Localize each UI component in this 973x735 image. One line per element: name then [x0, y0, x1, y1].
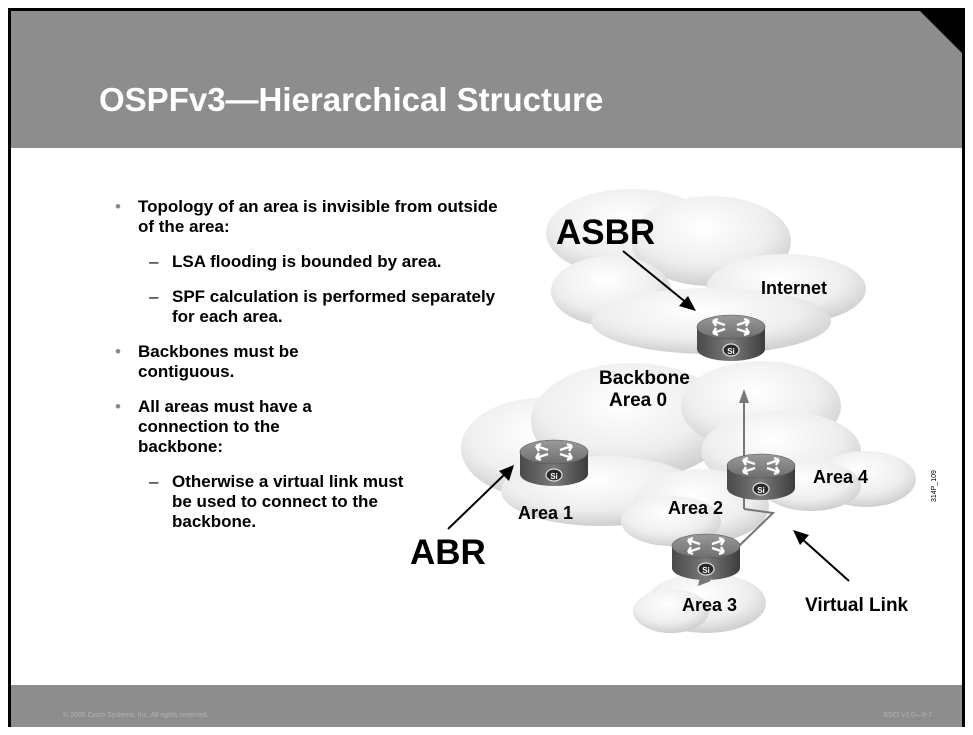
- asbr-arrowhead: [679, 296, 696, 311]
- course-code: BSCI v3.0—8-7: [883, 712, 932, 719]
- si-badge: Si: [550, 472, 558, 481]
- area1-label: Area 1: [518, 503, 573, 523]
- si-badge: Si: [727, 347, 735, 356]
- area3-cloud: [633, 573, 766, 633]
- si-badge: Si: [702, 566, 710, 575]
- virtual-link-label: Virtual Link: [805, 595, 909, 616]
- abr-label: ABR: [410, 533, 486, 572]
- abr-pointer-arrow: [447, 472, 507, 530]
- title-bar: [11, 11, 962, 148]
- asbr-label: ASBR: [556, 213, 655, 252]
- abr-arrowhead: [499, 465, 514, 481]
- ospf-diagram: ASBR Internet Backbone Area 0 Area 1 Are…: [410, 189, 938, 633]
- figure-id-label: 314P_109: [931, 470, 938, 502]
- backbone-label: Backbone: [599, 368, 690, 389]
- si-badge: Si: [757, 486, 765, 495]
- area0-label: Area 0: [609, 390, 667, 411]
- virtual-link-pointer-arrow: [800, 537, 850, 582]
- bullet-list: Topology of an area is invisible from ou…: [115, 197, 515, 532]
- slide-title: OSPFv3—Hierarchical Structure: [99, 81, 604, 118]
- virtual-link-pointer-arrowhead: [793, 530, 809, 545]
- virtual-link-arrowhead: [739, 389, 749, 403]
- slide: OSPFv3—Hierarchical Structure Topology o…: [8, 8, 965, 727]
- bullet-item: All areas must have a connection to the …: [115, 397, 338, 457]
- asbr-pointer-arrow: [622, 250, 689, 305]
- area2-label: Area 2: [668, 498, 723, 518]
- sub-bullet-item: Otherwise a virtual link must be used to…: [115, 472, 407, 532]
- copyright-text: © 2006 Cisco Systems, Inc. All rights re…: [63, 712, 209, 719]
- area4-label: Area 4: [813, 467, 868, 487]
- corner-fold: [920, 11, 962, 53]
- sub-bullet-item: LSA flooding is bounded by area.: [115, 252, 472, 272]
- sub-bullet-item: SPF calculation is performed separately …: [115, 287, 512, 327]
- internet-label: Internet: [761, 278, 827, 298]
- footer-bar: © 2006 Cisco Systems, Inc. All rights re…: [11, 685, 962, 727]
- bullet-item: Topology of an area is invisible from ou…: [115, 197, 518, 237]
- bullet-item: Backbones must be contiguous.: [115, 342, 378, 382]
- area3-label: Area 3: [682, 595, 737, 615]
